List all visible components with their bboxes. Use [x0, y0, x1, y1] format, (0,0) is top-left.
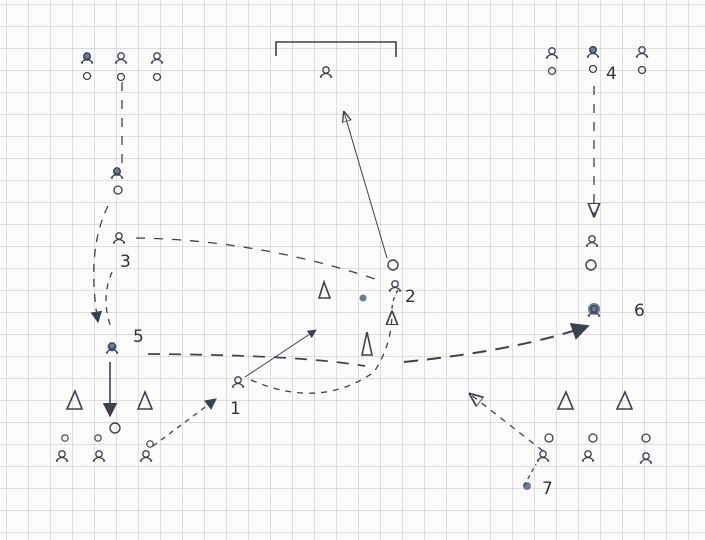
step-label-3: 3 — [120, 252, 131, 272]
step-label-4: 4 — [606, 64, 617, 84]
player-group-top-right — [546, 46, 648, 75]
goal — [276, 42, 396, 57]
step-label-7: 7 — [542, 479, 553, 499]
cones — [67, 282, 632, 409]
central-players — [232, 260, 401, 387]
step-label-6: 6 — [634, 301, 645, 321]
step-label-1: 1 — [230, 399, 241, 419]
step-label-2: 2 — [405, 287, 416, 307]
movement-paths — [94, 82, 594, 486]
right-column-players — [586, 236, 600, 316]
goalkeeper — [320, 67, 332, 77]
player-group-top-left — [81, 53, 163, 81]
step-label-5: 5 — [133, 327, 144, 347]
player-group-bottom-left — [56, 423, 153, 461]
